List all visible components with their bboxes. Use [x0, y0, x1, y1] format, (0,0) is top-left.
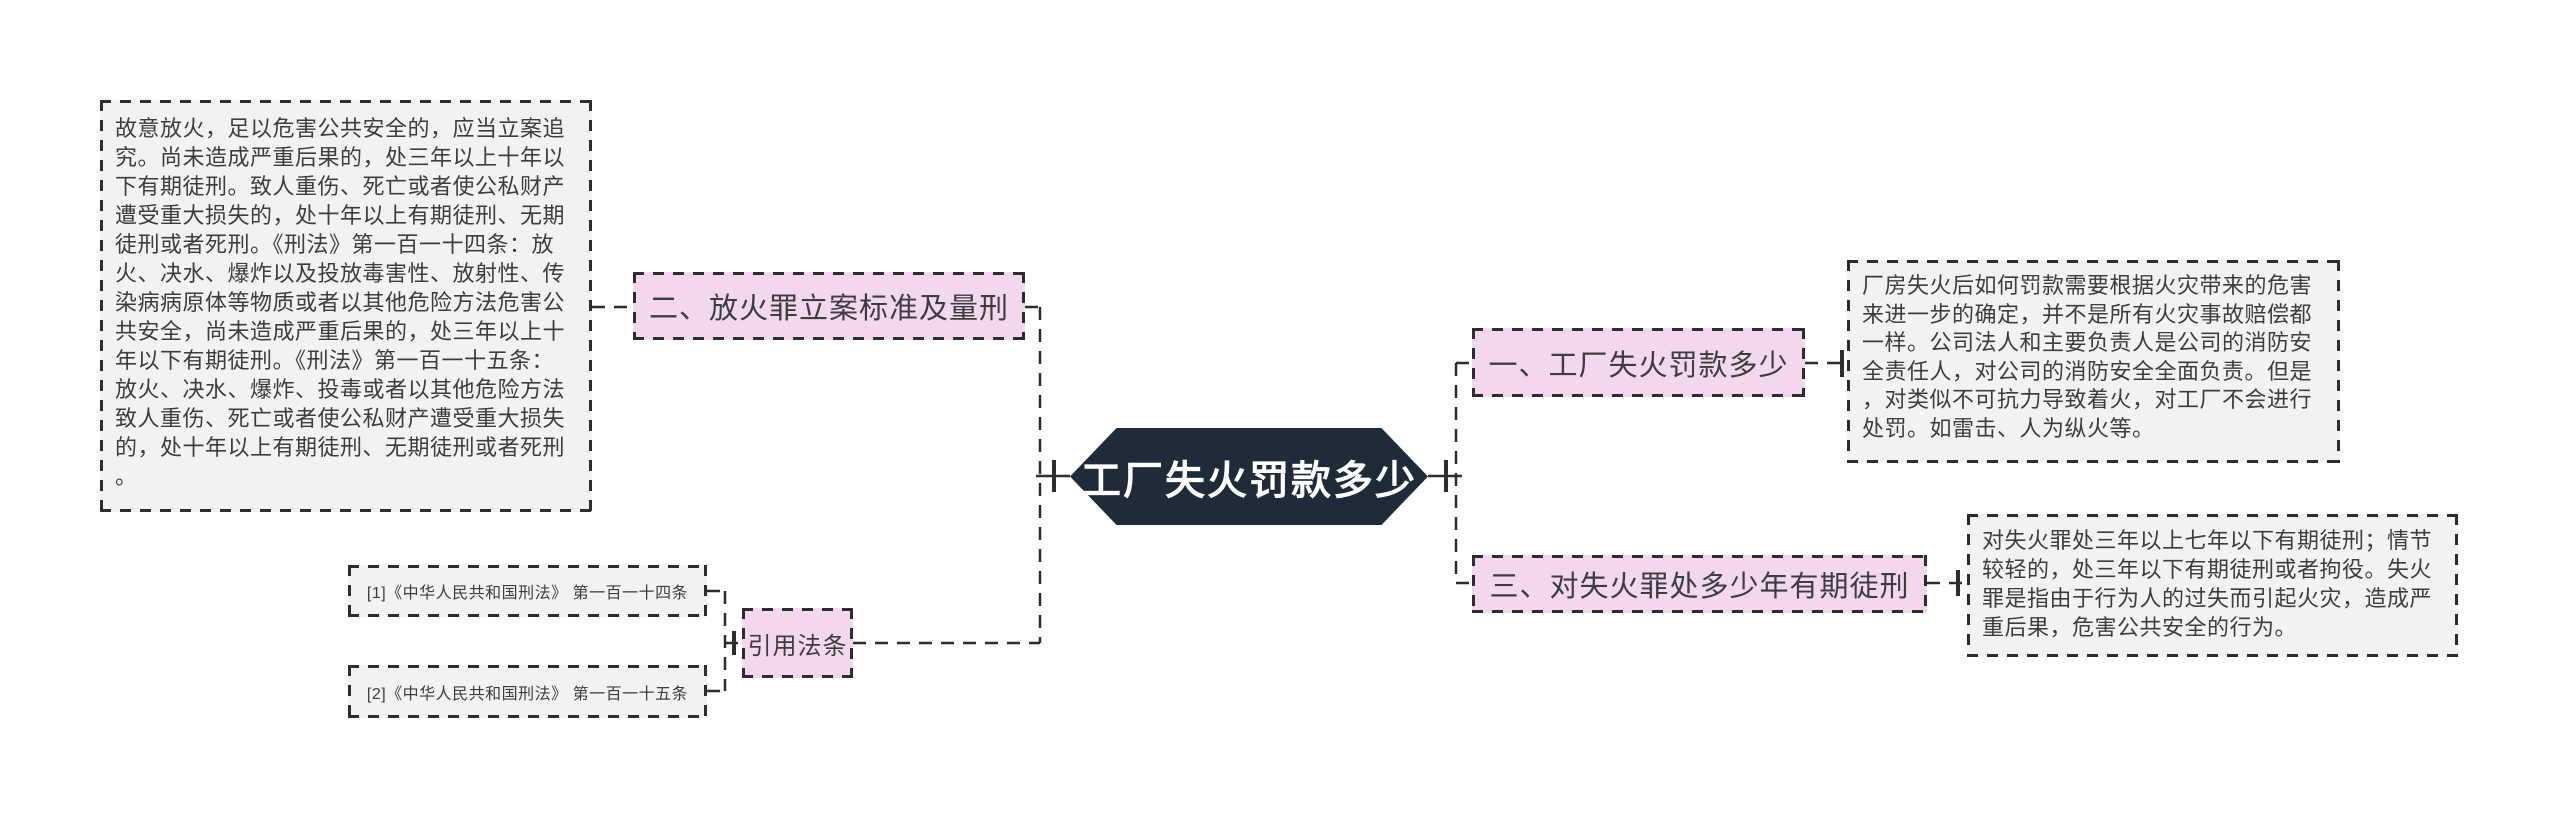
node-root[interactable]: 工厂失火罚款多少	[1070, 428, 1428, 525]
node-citations-label[interactable]: 引用法条	[742, 608, 853, 678]
root-title: 工厂失火罚款多少	[1081, 458, 1417, 503]
node-branch3-label[interactable]: 三、对失火罪处多少年有期徒刑	[1472, 555, 1927, 613]
node-branch3-detail[interactable]: 对失火罪处三年以上七年以下有期徒刑；情节 较轻的，处三年以下有期徒刑或者拘役。失…	[1967, 514, 2458, 657]
node-branch2-detail[interactable]: 故意放火，足以危害公共安全的，应当立案追 究。尚未造成严重后果的，处三年以上十年…	[100, 100, 592, 512]
citations-label-text: 引用法条	[747, 632, 848, 660]
branch3-label-text: 三、对失火罪处多少年有期徒刑	[1489, 571, 1910, 603]
node-branch1-detail[interactable]: 厂房失火后如何罚款需要根据火灾带来的危害 来进一步的确定，并不是所有火灾事故赔偿…	[1847, 260, 2340, 463]
node-citation-2[interactable]: [2]《中华人民共和国刑法》 第一百一十五条	[348, 665, 707, 718]
branch1-label-text: 一、工厂失火罚款多少	[1488, 349, 1789, 382]
branch2-label-text: 二、放火罪立案标准及量刑	[648, 293, 1009, 325]
node-branch1-label[interactable]: 一、工厂失火罚款多少	[1472, 328, 1805, 397]
node-branch2-label[interactable]: 二、放火罪立案标准及量刑	[633, 272, 1025, 340]
node-citation-1[interactable]: [1]《中华人民共和国刑法》 第一百一十四条	[348, 565, 707, 617]
